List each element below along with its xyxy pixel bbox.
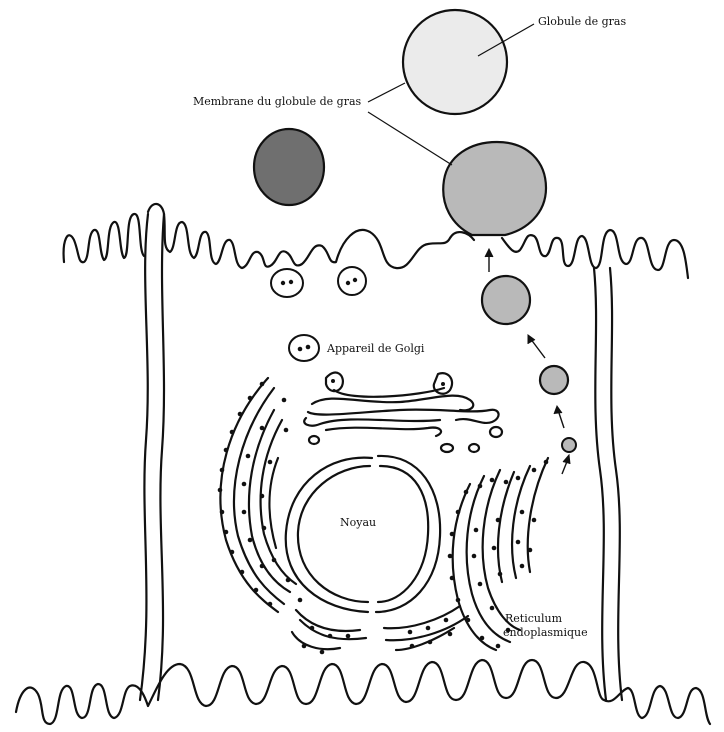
lateral-membrane-right bbox=[594, 268, 606, 700]
migration-arrow bbox=[528, 335, 545, 358]
lateral-membrane-left bbox=[140, 214, 148, 700]
label-er-line2: endoplasmique bbox=[503, 626, 588, 640]
golgi-vesicle bbox=[289, 335, 319, 361]
apical-vesicle bbox=[338, 267, 366, 295]
migration-arrow bbox=[562, 455, 570, 474]
lateral-membrane-left-inner bbox=[158, 214, 164, 700]
label-globule-membrane: Membrane du globule de gras bbox=[193, 95, 361, 109]
free-fat-globule bbox=[403, 10, 507, 114]
lipid-droplet bbox=[562, 438, 576, 452]
apical-vesicle bbox=[271, 269, 303, 297]
dark-fat-globule bbox=[254, 129, 324, 205]
label-fat-globule: Globule de gras bbox=[538, 15, 626, 29]
leader-membrane-free bbox=[368, 83, 405, 102]
label-golgi: Appareil de Golgi bbox=[327, 342, 424, 356]
migration-arrow bbox=[554, 406, 564, 428]
label-nucleus: Noyau bbox=[340, 516, 376, 530]
lateral-membrane-right-inner bbox=[610, 268, 622, 700]
budding-fat-globule bbox=[443, 142, 546, 235]
lipid-droplet bbox=[540, 366, 568, 394]
nucleus bbox=[286, 456, 440, 612]
leader-membrane-budding bbox=[368, 112, 452, 165]
lipid-droplet bbox=[482, 276, 530, 324]
migration-arrow bbox=[485, 249, 493, 272]
apical-membrane bbox=[64, 204, 474, 268]
label-er-line1: Reticulum bbox=[505, 612, 562, 626]
